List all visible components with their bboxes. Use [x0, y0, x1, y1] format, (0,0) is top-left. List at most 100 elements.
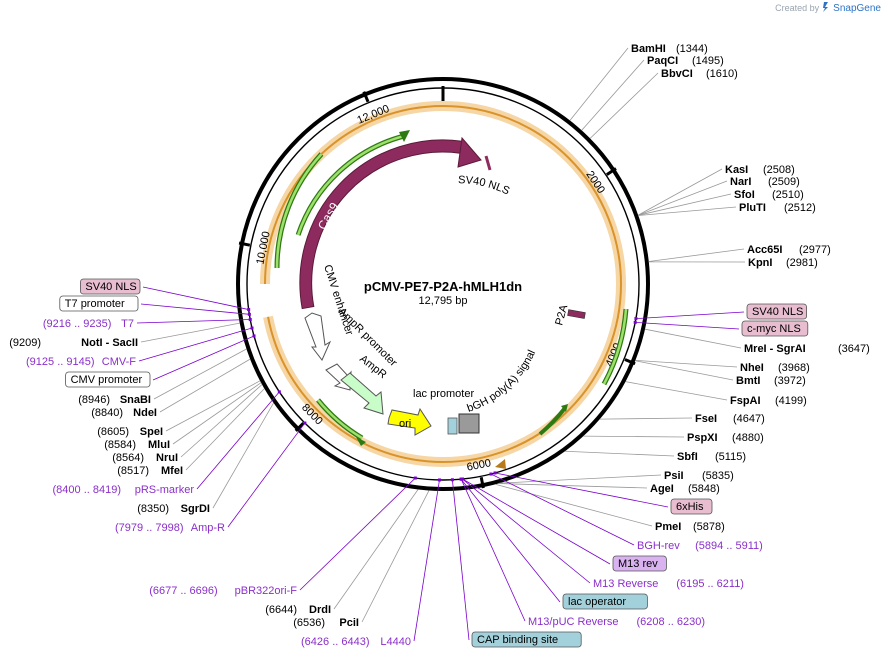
left-label-drdi[interactable]: DrdI(6644): [265, 604, 331, 616]
site-position: (4199): [775, 395, 807, 407]
cmv-enhancer-feature[interactable]: [304, 312, 332, 361]
bgh-polya-feature[interactable]: [458, 413, 480, 434]
site-name: PaqCI: [647, 55, 678, 67]
label-text: 6xHis: [676, 501, 704, 513]
right-label-m13-rev[interactable]: M13 rev: [612, 555, 667, 572]
right-label-kpni[interactable]: KpnI(2981): [748, 257, 818, 269]
right-label-paqci[interactable]: PaqCI (1495): [647, 55, 724, 67]
right-label-6xhis[interactable]: 6xHis: [670, 498, 713, 515]
left-label-ndei[interactable]: NdeI(8840): [91, 407, 157, 419]
right-label-pmei[interactable]: PmeI(5878): [655, 521, 725, 533]
left-label-noti-sacii[interactable]: NotI - SacII(9209): [9, 337, 138, 349]
site-position: (6536): [293, 617, 325, 629]
leader-line: [583, 435, 685, 438]
site-position: (1344): [676, 43, 708, 55]
site-name: PspXI: [687, 432, 718, 444]
right-label-fsei[interactable]: FseI(4647): [695, 413, 765, 425]
site-name: SfoI: [734, 189, 755, 201]
left-label-pcii[interactable]: PciI(6536): [293, 617, 359, 629]
right-label-sv40-nls[interactable]: SV40 NLS: [746, 303, 807, 320]
right-label-kasi[interactable]: KasI(2508): [725, 164, 795, 176]
right-label-fspai[interactable]: FspAI(4199): [730, 395, 807, 407]
left-label-spei[interactable]: SpeI(8605): [97, 426, 163, 438]
leader-line: [462, 478, 611, 565]
left-label-nrui[interactable]: NruI(8564): [112, 452, 178, 464]
label-box: [670, 498, 713, 515]
label-box: [562, 593, 648, 610]
feature-tick: [493, 471, 497, 475]
right-label-sfoi[interactable]: SfoI(2510): [734, 189, 804, 201]
site-position: (1495): [692, 55, 724, 67]
right-label-cap-binding-site[interactable]: CAP binding site: [471, 631, 582, 648]
snapgene-logo-icon: [822, 2, 830, 14]
leader-line: [625, 381, 728, 401]
primer-name: Amp-R: [191, 522, 225, 534]
leader-line: [333, 489, 419, 610]
right-label-nari[interactable]: NarI(2509): [730, 176, 800, 188]
right-label-m13-puc-reverse[interactable]: M13/pUC Reverse(6208 .. 6230): [528, 616, 705, 628]
leader-line: [498, 483, 648, 489]
left-label-snabi[interactable]: SnaBI(8946): [78, 394, 151, 406]
lac-operator-feature[interactable]: [447, 417, 458, 435]
plasmid-name: pCMV-PE7-P2A-hMLH1dn: [364, 279, 522, 294]
primer-arc-left-fill: [275, 153, 323, 269]
left-label-sgrdi[interactable]: SgrDI(8350): [137, 503, 210, 515]
left-label-sv40-nls[interactable]: SV40 NLS: [80, 278, 141, 295]
site-name: MluI: [148, 439, 170, 451]
right-label-bmti[interactable]: BmtI(3972): [736, 375, 806, 387]
snapgene-credit: Created by SnapGene: [775, 2, 881, 14]
right-label-agei[interactable]: AgeI(5848): [650, 483, 720, 495]
right-label-bamhi[interactable]: BamHI(1344): [631, 43, 708, 55]
leader-line: [159, 358, 251, 413]
feature-tick: [252, 334, 256, 338]
label-box: [746, 303, 807, 320]
lac-promoter-label: lac promoter: [413, 388, 474, 400]
leader-line: [136, 319, 251, 324]
right-label-acc65i[interactable]: Acc65I(2977): [747, 244, 831, 256]
primer-arrowhead: [561, 404, 568, 412]
feature-tick: [250, 326, 254, 330]
left-label-cmv-promoter[interactable]: CMV promoter: [65, 371, 151, 388]
primer-arc-lower-left-fill: [317, 399, 363, 440]
right-label-bbvci[interactable]: BbvCI(1610): [661, 68, 738, 80]
site-position: (8350): [137, 503, 169, 515]
site-position: (2508): [763, 164, 795, 176]
orange-track-arrowhead: [495, 459, 506, 469]
left-label-t7[interactable]: T7(9216 .. 9235): [43, 318, 134, 330]
tick-label: 6000: [466, 457, 492, 474]
right-label-m13-reverse[interactable]: M13 Reverse(6195 .. 6211): [593, 578, 744, 590]
tick-mark: [624, 358, 636, 366]
right-label-psii[interactable]: PsiI(5835): [664, 470, 734, 482]
right-label-mrei-sgrai[interactable]: MreI - SgrAI(3647): [744, 343, 870, 355]
site-position: (5878): [693, 521, 725, 533]
p2a-feature[interactable]: [567, 309, 586, 319]
right-label-sbfi[interactable]: SbfI(5115): [677, 451, 746, 463]
left-label-mlui[interactable]: MluI(8584): [104, 439, 170, 451]
left-label-cmv-f[interactable]: CMV-F(9125 .. 9145): [26, 356, 136, 368]
primer-position: (9125 .. 9145): [26, 356, 95, 368]
ori-feature[interactable]: [387, 407, 432, 436]
leader-line: [599, 417, 693, 420]
right-label-pluti[interactable]: PluTI(2512): [739, 202, 816, 214]
right-label-lac-operator[interactable]: lac operator: [562, 593, 648, 610]
right-label-bgh-rev[interactable]: BGH-rev(5894 .. 5911): [637, 540, 763, 552]
site-name: NarI: [730, 176, 751, 188]
ampr-feature[interactable]: [340, 372, 384, 415]
site-name: FseI: [695, 413, 717, 425]
left-label-mfei[interactable]: MfeI(8517): [117, 465, 183, 477]
orange-track-line: [264, 105, 622, 463]
label-text: SV40 NLS: [752, 306, 803, 318]
left-label-prs-marker[interactable]: pRS-marker(8400 .. 8419): [53, 484, 195, 496]
site-position: (8517): [117, 465, 149, 477]
right-label-nhei[interactable]: NheI(3968): [740, 362, 810, 374]
site-position: (8840): [91, 407, 123, 419]
leader-line: [564, 450, 675, 457]
primer-position: (8400 .. 8419): [53, 484, 122, 496]
right-label-pspxi[interactable]: PspXI(4880): [687, 432, 764, 444]
feature-tick: [489, 472, 493, 476]
left-label-pbr322ori-f[interactable]: pBR322ori-F(6677 .. 6696): [149, 585, 297, 597]
left-label-t7-promoter[interactable]: T7 promoter: [59, 295, 139, 312]
left-label-l4440[interactable]: L4440(6426 .. 6443): [301, 636, 411, 648]
left-label-amp-r[interactable]: Amp-R(7979 .. 7998): [115, 522, 225, 534]
right-label-c-myc-nls[interactable]: c-myc NLS: [741, 320, 809, 337]
